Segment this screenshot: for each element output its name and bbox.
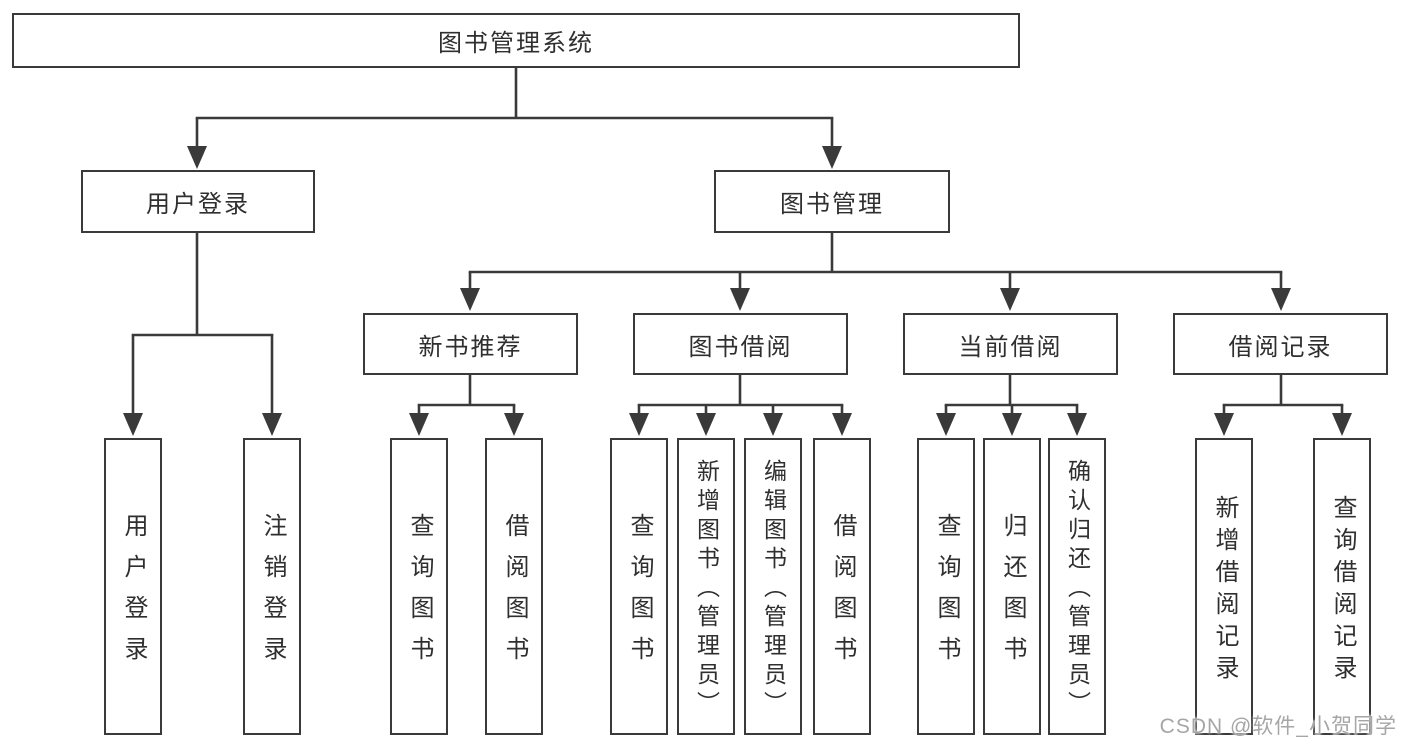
leaf-add-borrow-record: 新增借阅记录 (1195, 438, 1253, 735)
leaf-query-books-current: 查询图书 (917, 438, 975, 735)
leaf-edit-book-admin: 编辑图书（管理员） (744, 438, 802, 735)
leaf-label: 归还图书 (999, 513, 1026, 677)
node-library-management-system: 图书管理系统 (12, 13, 1020, 68)
leaf-user-login: 用户登录 (104, 438, 162, 735)
leaf-label: 确认归还（管理员） (1064, 459, 1091, 720)
leaf-label: 注销登录 (259, 513, 286, 677)
leaf-label: 借阅图书 (501, 513, 528, 677)
leaf-query-books-recommend: 查询图书 (390, 438, 448, 735)
leaf-label: 新增借阅记录 (1211, 494, 1238, 687)
node-current-borrow: 当前借阅 (903, 313, 1118, 375)
leaf-label: 查询图书 (933, 513, 960, 677)
leaf-label: 编辑图书（管理员） (760, 459, 787, 720)
leaf-query-borrow-record: 查询借阅记录 (1313, 438, 1371, 735)
leaf-label: 借阅图书 (829, 513, 856, 677)
leaf-borrow-books-recommend: 借阅图书 (485, 438, 543, 735)
leaf-confirm-return-admin: 确认归还（管理员） (1048, 438, 1106, 735)
leaf-query-books-borrow: 查询图书 (610, 438, 668, 735)
node-borrow-records: 借阅记录 (1173, 313, 1388, 375)
leaf-add-book-admin: 新增图书（管理员） (677, 438, 735, 735)
node-user-login-branch: 用户登录 (81, 170, 315, 233)
leaf-return-book: 归还图书 (983, 438, 1041, 735)
watermark: CSDN @软件_小贺同学 (1159, 715, 1397, 738)
node-book-borrow: 图书借阅 (633, 313, 848, 375)
leaf-label: 查询图书 (406, 513, 433, 677)
node-new-book-recommend: 新书推荐 (363, 313, 578, 375)
leaf-label: 用户登录 (120, 513, 147, 677)
leaf-label: 查询图书 (626, 513, 653, 677)
leaf-label: 查询借阅记录 (1329, 494, 1356, 687)
leaf-label: 新增图书（管理员） (693, 459, 720, 720)
node-book-management: 图书管理 (714, 170, 950, 233)
leaf-logout: 注销登录 (243, 438, 301, 735)
leaf-borrow-books-2: 借阅图书 (813, 438, 871, 735)
